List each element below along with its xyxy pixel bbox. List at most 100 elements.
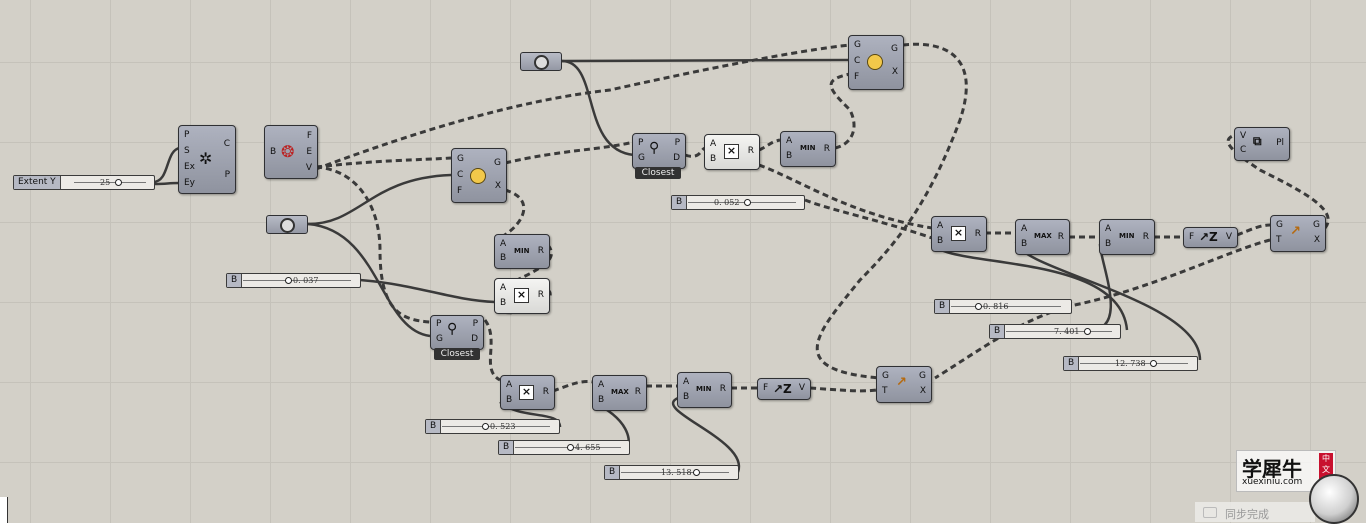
left-edge-handle[interactable] xyxy=(0,497,8,523)
input-port[interactable]: A xyxy=(506,380,513,390)
multiplication-component[interactable]: A B × R xyxy=(500,375,555,410)
slider-knob[interactable] xyxy=(115,179,122,186)
input-port[interactable]: B xyxy=(270,147,277,157)
geometry-param-top[interactable] xyxy=(520,52,562,71)
input-port[interactable]: T xyxy=(1276,235,1282,245)
slider-b[interactable]: B 0. 523 xyxy=(425,419,560,434)
output-port[interactable]: Pl xyxy=(1276,138,1284,148)
output-port[interactable]: R xyxy=(974,229,981,239)
output-port[interactable]: R xyxy=(634,387,641,397)
input-port[interactable]: A xyxy=(786,136,793,146)
rectangle-component[interactable]: P S Ex Ey ✲ C P xyxy=(178,125,236,194)
input-port[interactable]: A xyxy=(598,380,605,390)
output-port[interactable]: X xyxy=(494,181,501,191)
input-port[interactable]: G xyxy=(457,154,464,164)
output-port[interactable]: C xyxy=(223,139,230,149)
output-port[interactable]: E xyxy=(306,147,312,157)
output-port[interactable]: R xyxy=(1057,232,1064,242)
navigation-ball-icon[interactable] xyxy=(1309,474,1359,524)
multiplication-component[interactable]: A B × R xyxy=(704,134,760,170)
input-port[interactable]: G xyxy=(436,334,443,344)
output-port[interactable]: P xyxy=(674,138,680,148)
input-port[interactable]: B xyxy=(506,395,513,405)
closest-component[interactable]: P G ⚲ P D xyxy=(632,133,686,169)
output-port[interactable]: R xyxy=(542,387,549,397)
input-port[interactable]: B xyxy=(710,154,717,164)
closest-geometry-component[interactable]: G C F G X xyxy=(451,148,507,203)
slider-knob[interactable] xyxy=(567,444,574,451)
slider-b[interactable]: B 0. 052 xyxy=(671,195,805,210)
output-port[interactable]: R xyxy=(747,146,754,156)
input-port[interactable]: Ex xyxy=(184,162,196,172)
input-port[interactable]: F xyxy=(854,72,860,82)
move-component[interactable]: G T ↗ G X xyxy=(876,366,932,403)
slider-b[interactable]: B 13. 518 xyxy=(604,465,739,480)
input-port[interactable]: V xyxy=(1240,131,1247,141)
plane-normal-component[interactable]: V C ⧉ Pl xyxy=(1234,127,1290,161)
output-port[interactable]: X xyxy=(891,67,898,77)
slider-extent-y[interactable]: Extent Y 25 xyxy=(13,175,155,190)
input-port[interactable]: G xyxy=(1276,220,1283,230)
input-port[interactable]: G xyxy=(882,371,889,381)
unit-z-component[interactable]: F ↗Z V xyxy=(757,378,811,400)
minimum-component[interactable]: A B MIN R xyxy=(780,131,836,167)
input-port[interactable]: A xyxy=(683,377,690,387)
slider-knob[interactable] xyxy=(693,469,700,476)
minimum-component[interactable]: A B MIN R xyxy=(677,372,732,408)
output-port[interactable]: R xyxy=(823,144,830,154)
multiplication-component[interactable]: A B × R xyxy=(494,278,550,314)
output-port[interactable]: F xyxy=(306,131,312,141)
input-port[interactable]: F xyxy=(763,383,769,393)
input-port[interactable]: F xyxy=(457,186,463,196)
output-port[interactable]: D xyxy=(673,153,680,163)
output-port[interactable]: D xyxy=(471,334,478,344)
output-port[interactable]: V xyxy=(305,163,312,173)
multiplication-component[interactable]: A B × R xyxy=(931,216,987,252)
input-port[interactable]: C xyxy=(457,170,464,180)
slider-b[interactable]: B 12. 738 xyxy=(1063,356,1198,371)
input-port[interactable]: B xyxy=(500,253,507,263)
input-port[interactable]: P xyxy=(184,130,190,140)
input-port[interactable]: P xyxy=(638,138,644,148)
maximum-component[interactable]: A B MAX R xyxy=(1015,219,1070,255)
minimum-component[interactable]: A B MIN R xyxy=(1099,219,1155,255)
output-port[interactable]: R xyxy=(537,246,544,256)
move-component[interactable]: G T ↗ G X xyxy=(1270,215,1326,252)
output-port[interactable]: P xyxy=(224,170,230,180)
input-port[interactable]: Ey xyxy=(184,178,196,188)
input-port[interactable]: B xyxy=(937,236,944,246)
output-port[interactable]: V xyxy=(1225,232,1232,242)
input-port[interactable]: B xyxy=(786,151,793,161)
slider-b[interactable]: B 0. 816 xyxy=(934,299,1072,314)
input-port[interactable]: B xyxy=(1105,239,1112,249)
input-port[interactable]: G xyxy=(854,40,861,50)
input-port[interactable]: A xyxy=(1021,224,1028,234)
input-port[interactable]: B xyxy=(1021,239,1028,249)
closest-component[interactable]: P G ⚲ P D xyxy=(430,315,484,350)
input-port[interactable]: A xyxy=(500,283,507,293)
input-port[interactable]: A xyxy=(937,221,944,231)
output-port[interactable]: G xyxy=(891,44,898,54)
slider-knob[interactable] xyxy=(975,303,982,310)
slider-b[interactable]: B 4. 655 xyxy=(498,440,630,455)
output-port[interactable]: G xyxy=(1313,220,1320,230)
minimum-component[interactable]: A B MIN R xyxy=(494,234,550,269)
slider-knob[interactable] xyxy=(1150,360,1157,367)
input-port[interactable]: F xyxy=(1189,232,1195,242)
unit-z-component[interactable]: F ↗Z V xyxy=(1183,227,1238,248)
output-port[interactable]: X xyxy=(919,386,926,396)
input-port[interactable]: B xyxy=(683,392,690,402)
output-port[interactable]: P xyxy=(472,319,478,329)
closest-geometry-component[interactable]: G C F G X xyxy=(848,35,904,90)
slider-b[interactable]: B 7. 401 xyxy=(989,324,1121,339)
slider-knob[interactable] xyxy=(1084,328,1091,335)
input-port[interactable]: S xyxy=(184,146,190,156)
output-port[interactable]: V xyxy=(798,383,805,393)
input-port[interactable]: G xyxy=(638,153,645,163)
input-port[interactable]: C xyxy=(1240,145,1247,155)
input-port[interactable]: P xyxy=(436,319,442,329)
input-port[interactable]: B xyxy=(598,395,605,405)
slider-knob[interactable] xyxy=(744,199,751,206)
output-port[interactable]: G xyxy=(494,158,501,168)
